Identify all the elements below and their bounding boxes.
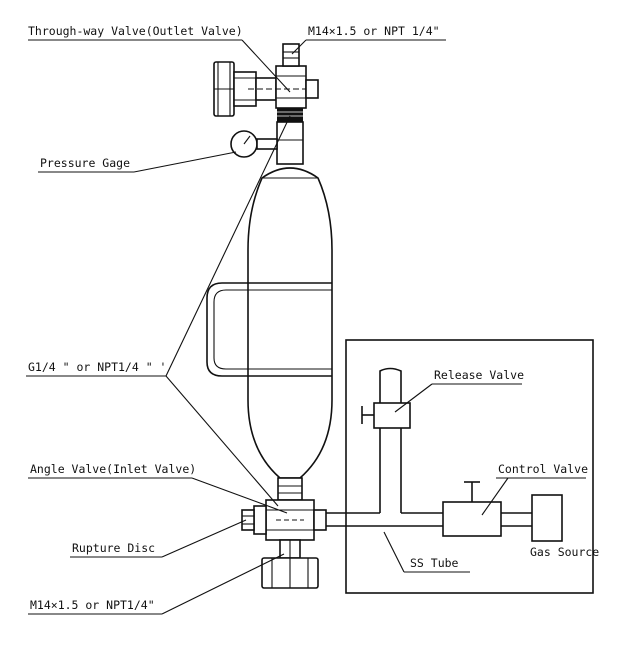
label-through-way-valve: Through-way Valve(Outlet Valve) xyxy=(28,24,243,38)
label-outlet-thread: M14×1.5 or NPT 1/4" xyxy=(308,24,440,38)
leader-lines xyxy=(26,39,586,615)
through-way-valve xyxy=(213,43,319,165)
label-inlet-thread: M14×1.5 or NPT1/4" xyxy=(30,598,155,612)
label-rupture-disc: Rupture Disc xyxy=(72,541,155,555)
label-release-valve: Release Valve xyxy=(434,368,524,382)
label-ss-tube: SS Tube xyxy=(410,556,459,570)
label-gas-source: Gas Source xyxy=(530,545,599,559)
sample-cylinder xyxy=(206,167,333,479)
label-control-valve: Control Valve xyxy=(498,462,588,476)
label-pressure-gage: Pressure Gage xyxy=(40,156,130,170)
gas-panel xyxy=(326,339,594,594)
label-g14: G1/4 " or NPT1/4 " ' xyxy=(28,360,166,374)
label-angle-valve: Angle Valve(Inlet Valve) xyxy=(30,462,196,476)
angle-valve xyxy=(241,477,327,589)
pressure-gauge xyxy=(230,130,278,158)
